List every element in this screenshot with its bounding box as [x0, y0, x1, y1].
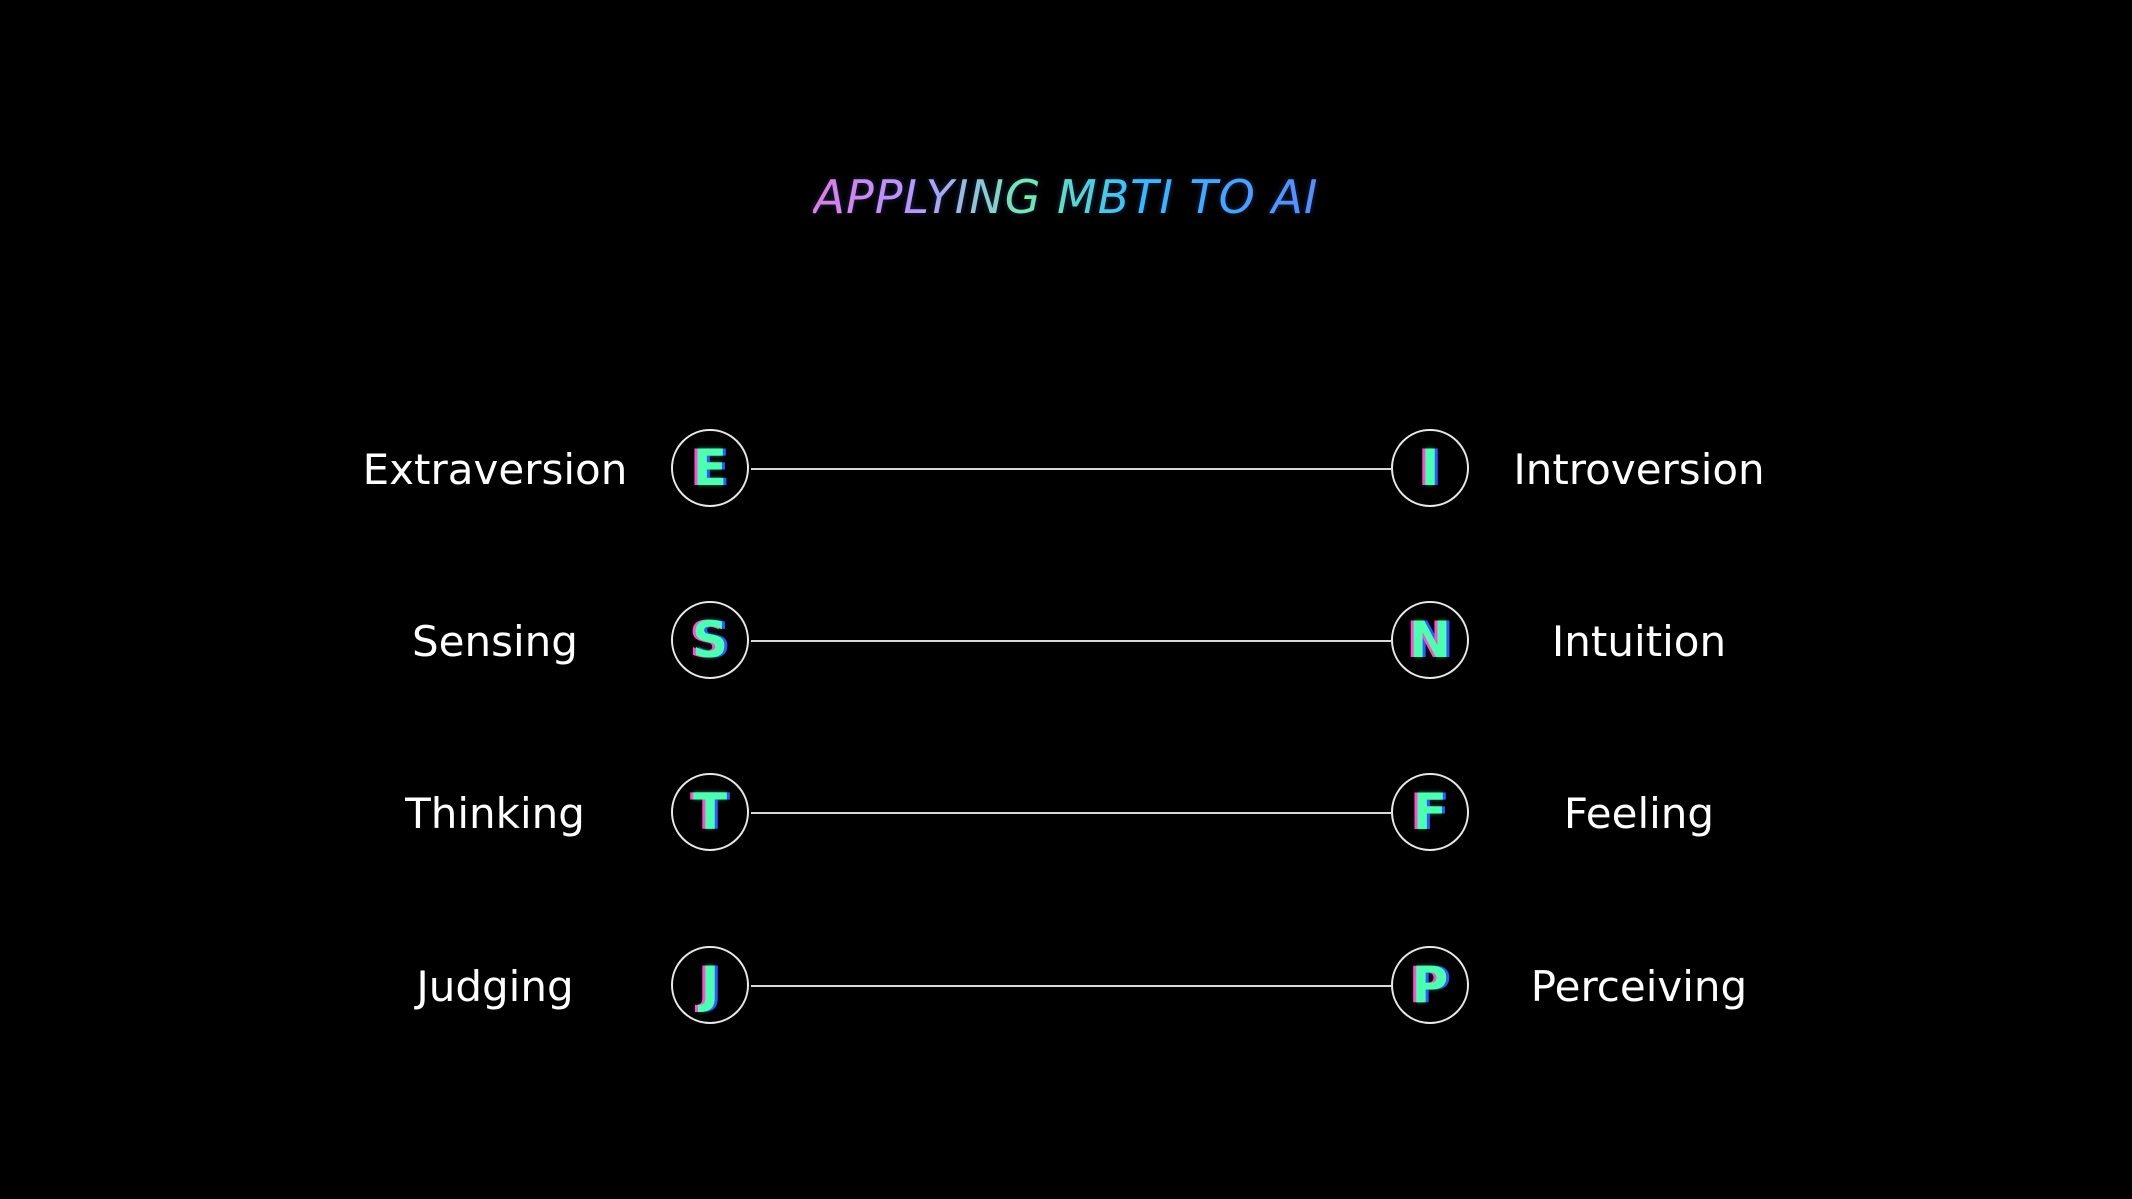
left-letter: E	[692, 439, 728, 497]
left-letter-badge: J	[671, 946, 749, 1024]
left-trait-label: Extraversion	[362, 445, 628, 494]
left-letter: S	[691, 611, 728, 669]
left-letter: T	[692, 783, 728, 841]
spectrum-line	[751, 468, 1391, 470]
left-letter: J	[700, 956, 720, 1014]
right-trait-label: Introversion	[1513, 445, 1765, 494]
right-letter-badge: F	[1391, 773, 1469, 851]
spectrum-line	[751, 640, 1391, 642]
right-letter-badge: I	[1391, 429, 1469, 507]
right-trait-label: Perceiving	[1530, 962, 1748, 1011]
right-trait-label: Feeling	[1563, 789, 1715, 838]
left-letter-badge: E	[671, 429, 749, 507]
right-letter: F	[1412, 783, 1448, 841]
left-trait-label: Thinking	[405, 789, 585, 838]
page-title: APPLYING MBTI TO AI	[0, 165, 2132, 229]
right-letter: I	[1420, 439, 1440, 497]
dichotomy-row-jp: Judging J P Perceiving	[0, 945, 2132, 1029]
left-letter-badge: T	[671, 773, 749, 851]
spectrum-line	[751, 812, 1391, 814]
left-trait-label: Judging	[416, 962, 574, 1011]
spectrum-line	[751, 985, 1391, 987]
right-letter-badge: N	[1391, 601, 1469, 679]
left-trait-label: Sensing	[412, 617, 578, 666]
dichotomy-row-tf: Thinking T F Feeling	[0, 772, 2132, 856]
right-trait-label: Intuition	[1551, 617, 1727, 666]
page-title-text: APPLYING MBTI TO AI	[813, 165, 1318, 229]
right-letter-badge: P	[1391, 946, 1469, 1024]
left-letter-badge: S	[671, 601, 749, 679]
dichotomy-row-ei: Extraversion E I Introversion	[0, 428, 2132, 512]
right-letter: P	[1411, 956, 1449, 1014]
right-letter: N	[1409, 611, 1451, 669]
dichotomy-row-sn: Sensing S N Intuition	[0, 600, 2132, 684]
